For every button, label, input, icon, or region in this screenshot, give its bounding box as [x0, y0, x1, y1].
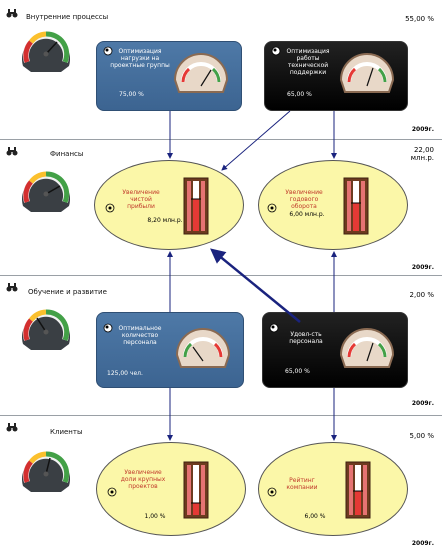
kpi-value: 8,20 млн.р. — [147, 217, 183, 224]
info-icon[interactable] — [269, 323, 279, 333]
target-icon[interactable] — [107, 487, 117, 497]
binoculars-icon[interactable] — [6, 8, 18, 18]
section-title: Обучение и развитие — [28, 288, 107, 296]
kpi-ellipse-company-rating[interactable]: Рейтинг компании 6,00 % — [258, 442, 408, 536]
gauge-icon — [339, 53, 395, 93]
kpi-value: 6,00 млн.р. — [289, 211, 325, 218]
section-year: 2009г. — [411, 540, 434, 547]
section-value: 22,00 млн.р. — [410, 146, 434, 162]
kpi-label: Рейтинг компании — [286, 477, 318, 491]
kpi-value: 75,00 % — [119, 91, 144, 98]
target-icon[interactable] — [105, 203, 115, 213]
kpi-label: Увеличение годового оборота — [285, 189, 323, 210]
thermometer-gauge — [183, 461, 209, 519]
section-title: Внутренние процессы — [26, 13, 109, 21]
kpi-box-workload[interactable]: Оптимизация нагрузки на проектные группы… — [96, 41, 242, 111]
kpi-ellipse-annual-turnover[interactable]: Увеличение годового оборота 6,00 млн.р. — [258, 160, 408, 250]
binoculars-icon[interactable] — [6, 282, 18, 292]
section-title: Финансы — [50, 150, 84, 158]
kpi-value: 1,00 % — [144, 513, 166, 520]
kpi-label: Удовл-сть персонала — [289, 331, 323, 345]
speedometer-gauge[interactable] — [17, 298, 75, 352]
kpi-box-satisfaction[interactable]: Удовл-сть персонала 65,00 % — [262, 312, 408, 388]
section-value: 2,00 % — [409, 291, 434, 299]
section-year: 2009г. — [411, 126, 434, 133]
section-year: 2009г. — [411, 264, 434, 271]
kpi-label: Оптимальное количество персонала — [118, 325, 162, 346]
speedometer-gauge[interactable] — [17, 160, 75, 214]
gauge-icon — [175, 328, 231, 368]
thermometer-gauge — [183, 177, 209, 235]
kpi-box-tech-support[interactable]: Оптимизация работы технической поддержки… — [264, 41, 408, 111]
kpi-label: Увеличение чистой прибыли — [122, 189, 160, 210]
info-icon[interactable] — [103, 323, 113, 333]
kpi-value: 125,00 чел. — [107, 370, 143, 377]
speedometer-gauge[interactable] — [17, 440, 75, 494]
info-icon[interactable] — [271, 46, 281, 56]
kpi-ellipse-large-projects[interactable]: Увеличение доли крупных проектов 1,00 % — [96, 442, 246, 536]
kpi-label: Оптимизация работы технической поддержки — [286, 48, 330, 76]
target-icon[interactable] — [267, 487, 277, 497]
thermometer-gauge — [343, 177, 369, 235]
gauge-icon — [173, 53, 229, 93]
target-icon[interactable] — [267, 203, 277, 213]
section-year: 2009г. — [411, 400, 434, 407]
thermometer-gauge — [345, 461, 371, 519]
kpi-label: Оптимизация нагрузки на проектные группы — [110, 48, 170, 69]
kpi-ellipse-net-profit[interactable]: Увеличение чистой прибыли 8,20 млн.р. — [94, 160, 244, 250]
kpi-value: 65,00 % — [285, 368, 310, 375]
kpi-value: 6,00 % — [304, 513, 326, 520]
section-finance: Финансы 22,00 млн.р. 2009г. Увеличение ч… — [0, 140, 442, 276]
kpi-label: Увеличение доли крупных проектов — [120, 469, 166, 490]
speedometer-gauge[interactable] — [17, 20, 75, 74]
section-value: 55,00 % — [405, 15, 434, 23]
kpi-value: 65,00 % — [287, 91, 312, 98]
binoculars-icon[interactable] — [6, 422, 18, 432]
section-value: 5,00 % — [409, 432, 434, 440]
kpi-box-headcount[interactable]: Оптимальное количество персонала 125,00 … — [96, 312, 244, 388]
section-internal-processes: Внутренние процессы 55,00 % 2009г. Оптим… — [0, 0, 442, 140]
section-learning-growth: Обучение и развитие 2,00 % 2009г. Оптима… — [0, 276, 442, 416]
gauge-icon — [339, 328, 395, 368]
section-title: Клиенты — [50, 428, 83, 436]
section-customers: Клиенты 5,00 % 2009г. Увеличение доли кр… — [0, 416, 442, 548]
binoculars-icon[interactable] — [6, 146, 18, 156]
info-icon[interactable] — [103, 46, 113, 56]
